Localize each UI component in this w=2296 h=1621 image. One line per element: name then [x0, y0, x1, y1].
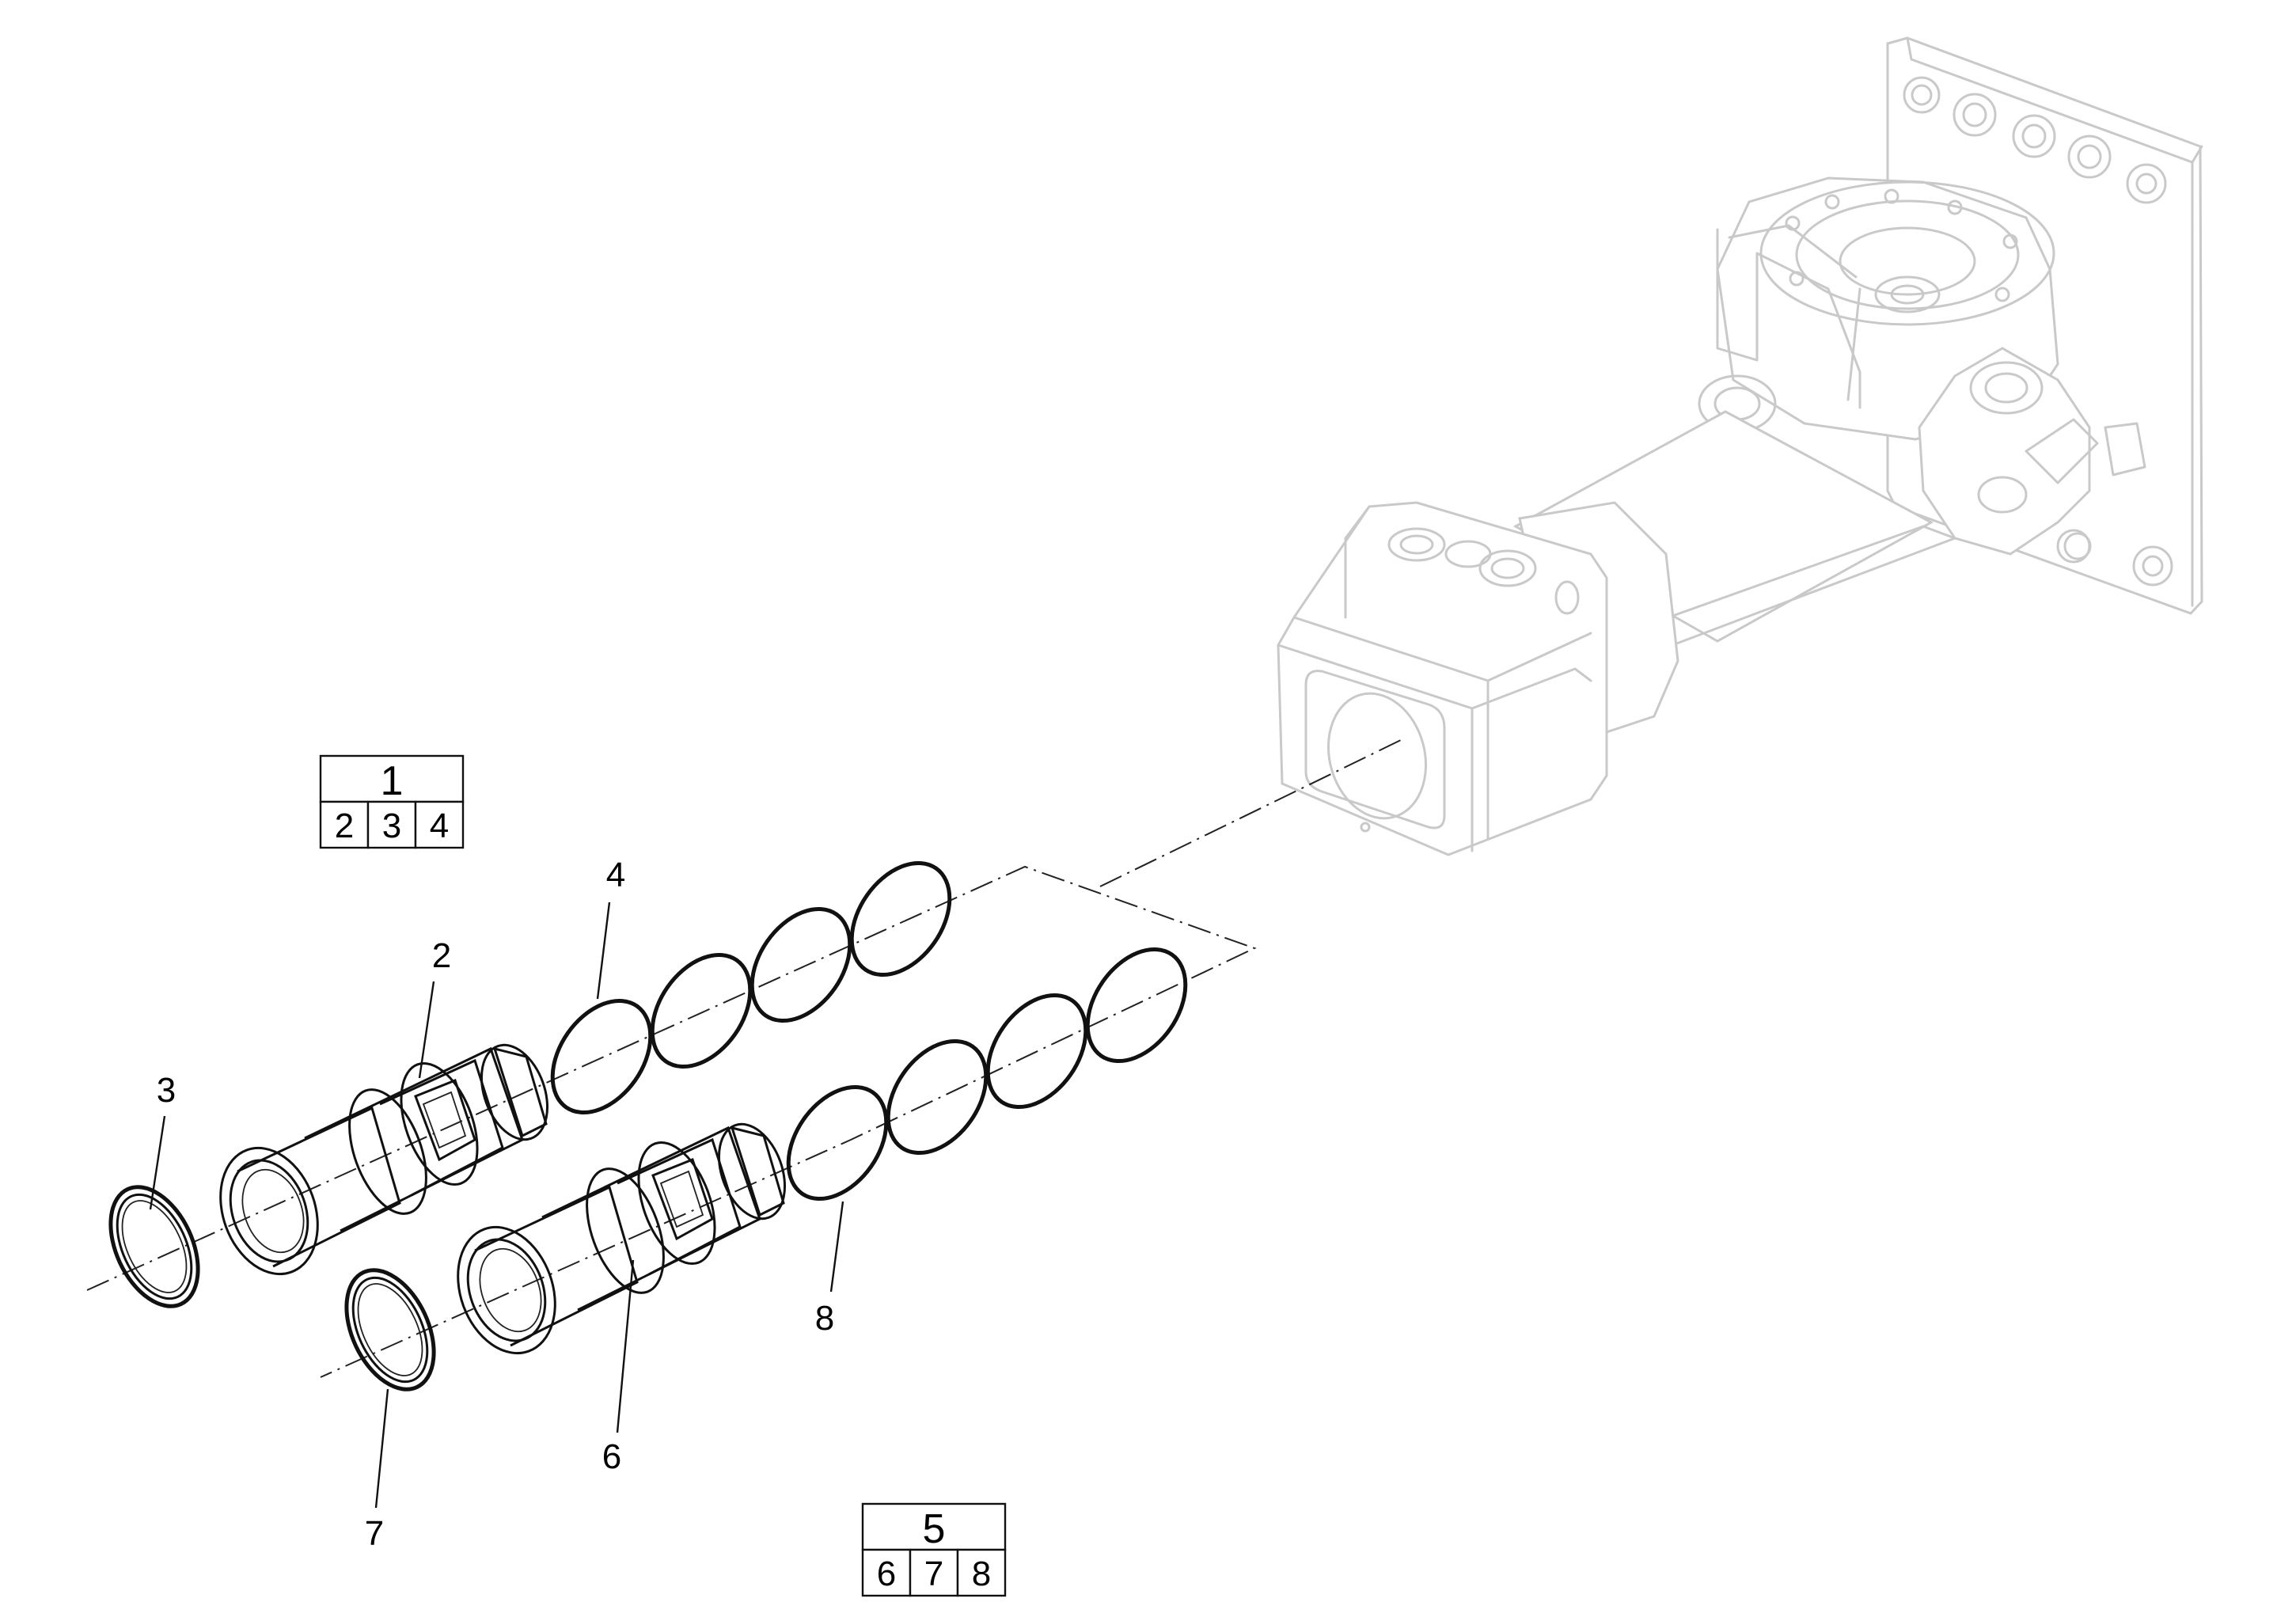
kit-5-item-b: 7 [924, 1555, 943, 1593]
sleeve-item-6 [457, 1122, 787, 1355]
leader-lines [149, 902, 844, 1509]
callout-2: 2 [432, 936, 451, 975]
seal-ring-item-3 [108, 1185, 200, 1308]
kit-5-item-c: 8 [972, 1555, 991, 1593]
kit-1-item-c: 4 [430, 807, 449, 845]
o-rings-item-4 [550, 860, 952, 1115]
callout-4: 4 [606, 856, 625, 894]
callout-labels: 2 3 4 6 7 8 [157, 856, 834, 1553]
kit-1-item-a: 2 [335, 807, 354, 845]
axle-housing-ghost [1277, 36, 2203, 856]
callout-6: 6 [602, 1437, 621, 1476]
kit-box-1: 1 2 3 4 [319, 754, 465, 849]
sleeve-item-2 [219, 1043, 549, 1276]
kit-1-main: 1 [381, 758, 404, 804]
callout-7: 7 [365, 1514, 384, 1553]
kit-5-main: 5 [923, 1506, 946, 1552]
assembly-centerlines [86, 739, 1402, 1378]
kit-1-item-b: 3 [382, 807, 401, 845]
seal-ring-item-7 [344, 1268, 436, 1391]
kit-box-5: 5 6 7 8 [861, 1502, 1007, 1597]
o-rings-item-8 [786, 947, 1188, 1202]
callout-3: 3 [157, 1071, 176, 1110]
kit-5-item-a: 6 [877, 1555, 896, 1593]
callout-8: 8 [815, 1299, 834, 1338]
